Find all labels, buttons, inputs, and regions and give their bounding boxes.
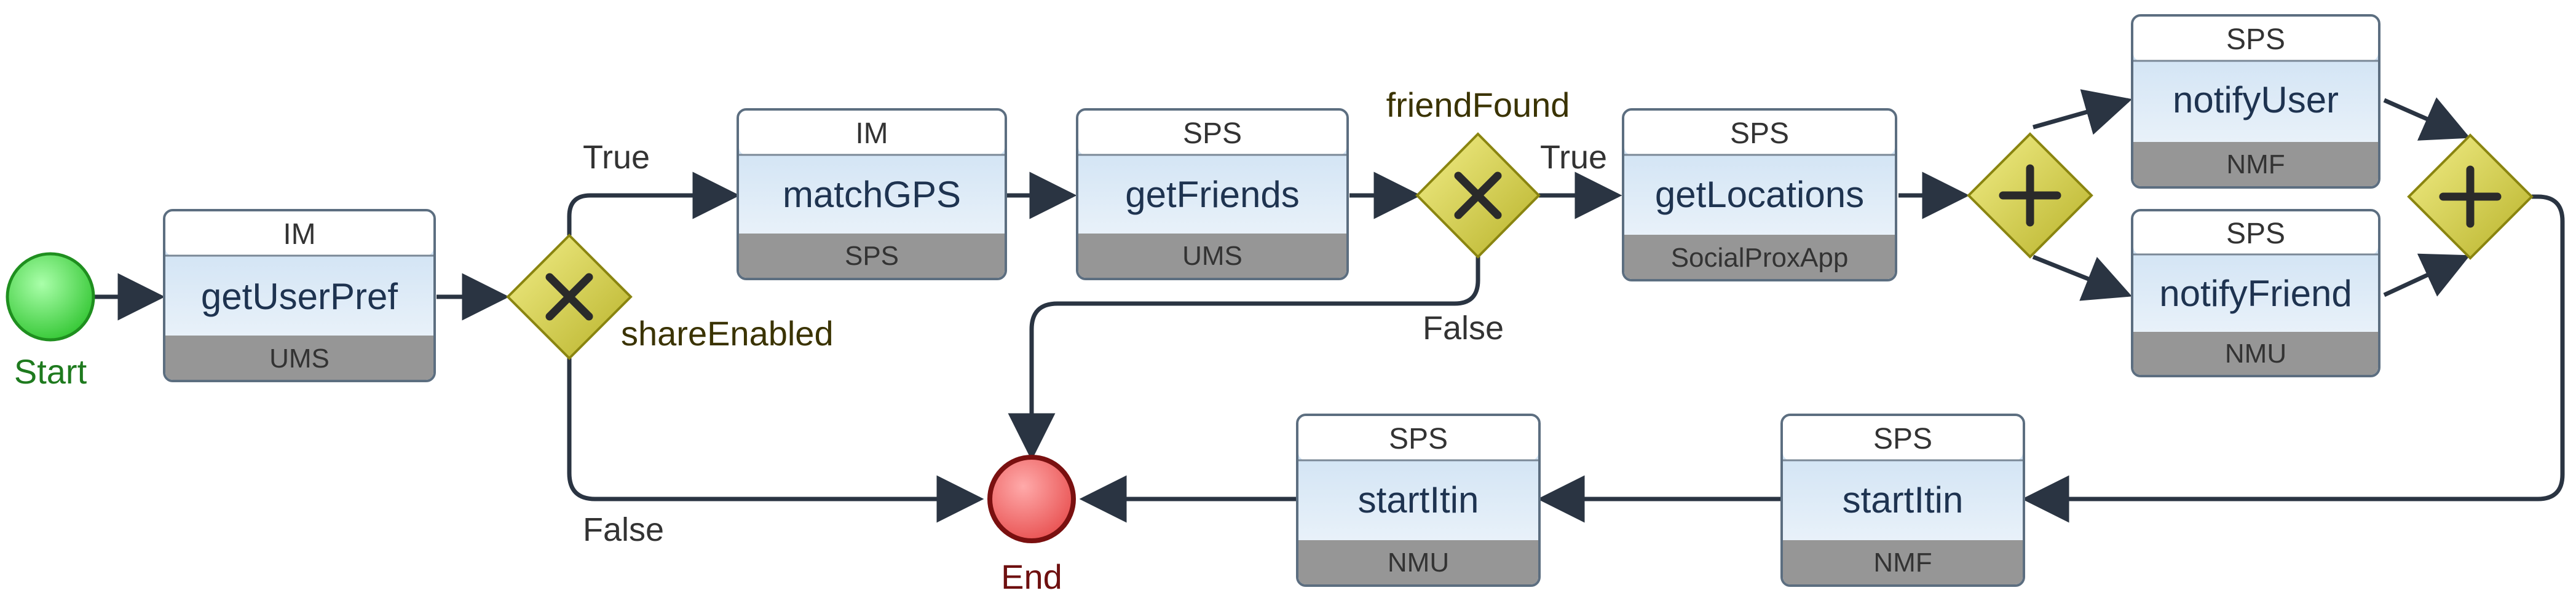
edge-friendfound-false-end <box>1008 256 1480 461</box>
task-header: SPS <box>2226 218 2285 250</box>
edge-notifyfriend-join <box>2383 253 2470 297</box>
parallel-gateway-icon <box>2439 165 2502 228</box>
task-header: SPS <box>1730 117 1789 150</box>
task-startitin-nmu[interactable]: SPS startItin NMU <box>1296 414 1541 587</box>
start-event: Start <box>6 252 95 391</box>
task-getuserpref[interactable]: IM getUserPref UMS <box>163 209 436 382</box>
task-footer: NMF <box>2226 149 2285 179</box>
end-label: End <box>1001 557 1062 596</box>
task-footer: NMU <box>2225 339 2286 369</box>
task-title: getUserPref <box>201 276 398 317</box>
task-header: SPS <box>1873 423 1932 455</box>
gateway-friendfound-label: friendFound <box>1386 85 1570 124</box>
task-title: notifyFriend <box>2159 273 2352 314</box>
shareenabled-true-label: True <box>583 139 650 176</box>
task-getfriends[interactable]: SPS getFriends UMS <box>1076 108 1349 280</box>
start-label: Start <box>14 352 87 391</box>
task-footer: UMS <box>269 344 330 374</box>
edge-shareenabled-false-end <box>567 358 984 523</box>
friendfound-false-label: False <box>1423 310 1504 347</box>
shareenabled-false-label: False <box>583 511 664 548</box>
task-header: IM <box>855 117 888 150</box>
friendfound-true-label: True <box>1540 139 1607 176</box>
task-matchgps[interactable]: IM matchGPS SPS <box>737 108 1007 280</box>
task-title: notifyUser <box>2173 79 2339 120</box>
edge-shareenabled-true-matchgps <box>567 171 740 235</box>
task-footer: SocialProxApp <box>1671 243 1849 273</box>
edge-notifyuser-join <box>2383 97 2470 141</box>
end-event: End <box>987 455 1076 596</box>
task-title: matchGPS <box>783 174 961 215</box>
gateway-friendfound: friendFound <box>1386 85 1570 259</box>
edge-split-notifyuser <box>2033 89 2133 135</box>
task-footer: SPS <box>845 241 899 271</box>
exclusive-gateway-icon <box>545 273 593 321</box>
gateway-parallel-join <box>2407 133 2534 260</box>
gateway-shareenabled: shareEnabled <box>506 234 834 360</box>
task-footer: NMF <box>1873 548 1932 578</box>
task-title: startItin <box>1358 479 1479 521</box>
gateway-parallel-split <box>1967 132 2093 259</box>
task-title: getLocations <box>1655 174 1864 215</box>
task-title: startItin <box>1843 479 1964 521</box>
task-header: SPS <box>2226 23 2285 56</box>
exclusive-gateway-icon <box>1454 171 1502 219</box>
task-header: IM <box>283 218 315 251</box>
edges <box>94 89 2565 523</box>
task-header: SPS <box>1183 117 1242 150</box>
task-startitin-nmf[interactable]: SPS startItin NMF <box>1780 414 2025 587</box>
parallel-gateway-icon <box>1999 164 2061 227</box>
gateway-shareenabled-label: shareEnabled <box>621 314 834 353</box>
task-header: SPS <box>1389 423 1448 455</box>
task-footer: UMS <box>1182 241 1243 271</box>
edge-join-startitin1 <box>2021 194 2565 523</box>
task-notifyuser[interactable]: SPS notifyUser NMF <box>2131 14 2380 189</box>
edge-split-notifyfriend <box>2032 254 2132 301</box>
task-title: getFriends <box>1125 174 1299 215</box>
task-footer: NMU <box>1388 548 1449 578</box>
task-getlocations[interactable]: SPS getLocations SocialProxApp <box>1622 108 1897 281</box>
task-notifyfriend[interactable]: SPS notifyFriend NMU <box>2131 209 2380 377</box>
